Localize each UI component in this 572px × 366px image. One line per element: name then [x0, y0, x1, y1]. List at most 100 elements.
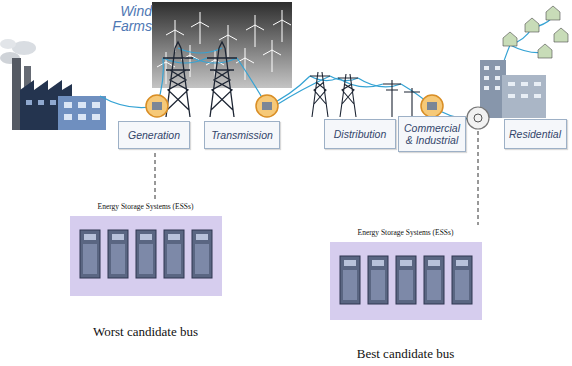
- storage-battery-bank: [330, 242, 482, 320]
- meter-symbol: [467, 107, 489, 129]
- stage-box: Transmission: [204, 121, 280, 149]
- bus-caption: Best candidate bus: [328, 346, 483, 362]
- buildings: [502, 75, 546, 118]
- connection-point: [427, 102, 437, 110]
- distribution-pylon: [310, 72, 420, 117]
- battery-cabinet: [136, 230, 156, 278]
- battery-cabinet: [343, 270, 357, 300]
- transmission-tower: [163, 42, 237, 117]
- connection-point: [256, 95, 278, 117]
- houses: [503, 6, 568, 58]
- houses: [554, 28, 568, 42]
- battery-cabinet: [455, 270, 469, 300]
- dashed-leader: [155, 153, 156, 199]
- power-line: [193, 58, 237, 63]
- battery-cabinet: [139, 244, 153, 274]
- buildings: [521, 94, 528, 98]
- factory: [64, 102, 72, 108]
- factory: [26, 100, 32, 105]
- buildings: [495, 76, 500, 80]
- wind-farm-photo: [191, 12, 209, 44]
- image-label: Wind Farms: [102, 4, 152, 33]
- buildings: [495, 66, 500, 70]
- battery-cabinet: [396, 256, 416, 304]
- houses: [525, 18, 539, 32]
- battery-cabinet: [192, 230, 212, 278]
- transmission-tower: [207, 42, 237, 117]
- buildings: [534, 82, 541, 86]
- wind-farm-photo: [219, 25, 237, 57]
- battery-cabinet: [112, 234, 124, 240]
- buildings: [484, 86, 489, 90]
- node-text: Energy Storage Systems (ESSs): [358, 228, 454, 237]
- factory: [0, 39, 16, 49]
- connection-point: [152, 102, 162, 110]
- battery-cabinet: [371, 270, 385, 300]
- battery-cabinet: [167, 244, 181, 274]
- battery-cabinet: [344, 260, 356, 266]
- battery-cabinet: [399, 270, 413, 300]
- battery-cabinet: [424, 256, 444, 304]
- stage-box: Distribution: [324, 119, 396, 149]
- connection-point: [421, 95, 443, 117]
- battery-cabinet: [195, 244, 209, 274]
- storage-battery-bank: [70, 216, 482, 320]
- buildings: [508, 82, 515, 86]
- battery-cabinet: [400, 260, 412, 266]
- buildings: [508, 94, 515, 98]
- distribution-pylon: [404, 88, 420, 117]
- factory: [50, 100, 56, 105]
- buildings: [495, 86, 500, 90]
- stage-box: Generation: [118, 121, 190, 149]
- node-text: Commercial & Industrial: [404, 122, 460, 147]
- battery-cabinet: [80, 230, 472, 304]
- buildings: [480, 60, 546, 118]
- battery-cabinet: [340, 256, 360, 304]
- battery-cabinet: [83, 244, 97, 274]
- node-text: Residential: [509, 128, 561, 140]
- meter-symbol: [467, 107, 489, 129]
- factory: [92, 102, 100, 108]
- storage-panel: Energy Storage Systems (ESSs): [328, 229, 483, 322]
- wind-farm-photo: [273, 10, 291, 42]
- node-text: Transmission: [211, 129, 273, 141]
- distribution-pylon: [338, 74, 358, 117]
- battery-cabinet: [428, 260, 440, 266]
- buildings: [484, 76, 489, 80]
- node-text: Distribution: [334, 128, 387, 140]
- factory: [12, 58, 21, 130]
- buildings: [521, 82, 528, 86]
- battery-cabinet: [108, 230, 128, 278]
- factory: [0, 39, 106, 130]
- battery-cabinet: [368, 256, 388, 304]
- factory: [78, 114, 86, 120]
- dashed-leader: [478, 131, 479, 225]
- factory: [78, 102, 86, 108]
- houses: [546, 6, 560, 20]
- power-line: [100, 18, 552, 119]
- battery-cabinet: [164, 230, 184, 278]
- buildings: [484, 66, 489, 70]
- wind-farm-photo: [236, 48, 254, 80]
- battery-cabinet: [427, 270, 441, 300]
- storage-battery-bank: [70, 216, 222, 296]
- connection-point: [146, 95, 443, 117]
- battery-cabinet: [80, 230, 100, 278]
- factory: [58, 96, 106, 130]
- stage-box: Residential: [504, 119, 567, 149]
- connection-point: [146, 95, 168, 117]
- storage-panel: Energy Storage Systems (ESSs): [68, 203, 223, 298]
- battery-cabinet: [111, 244, 125, 274]
- node-text: Energy Storage Systems (ESSs): [98, 202, 194, 211]
- battery-cabinet: [372, 260, 384, 266]
- factory: [64, 114, 72, 120]
- power-line: [178, 48, 222, 53]
- battery-cabinet: [452, 256, 472, 304]
- factory: [92, 114, 100, 120]
- power-line: [358, 78, 401, 87]
- battery-cabinet: [456, 260, 468, 266]
- distribution-pylon: [310, 72, 330, 117]
